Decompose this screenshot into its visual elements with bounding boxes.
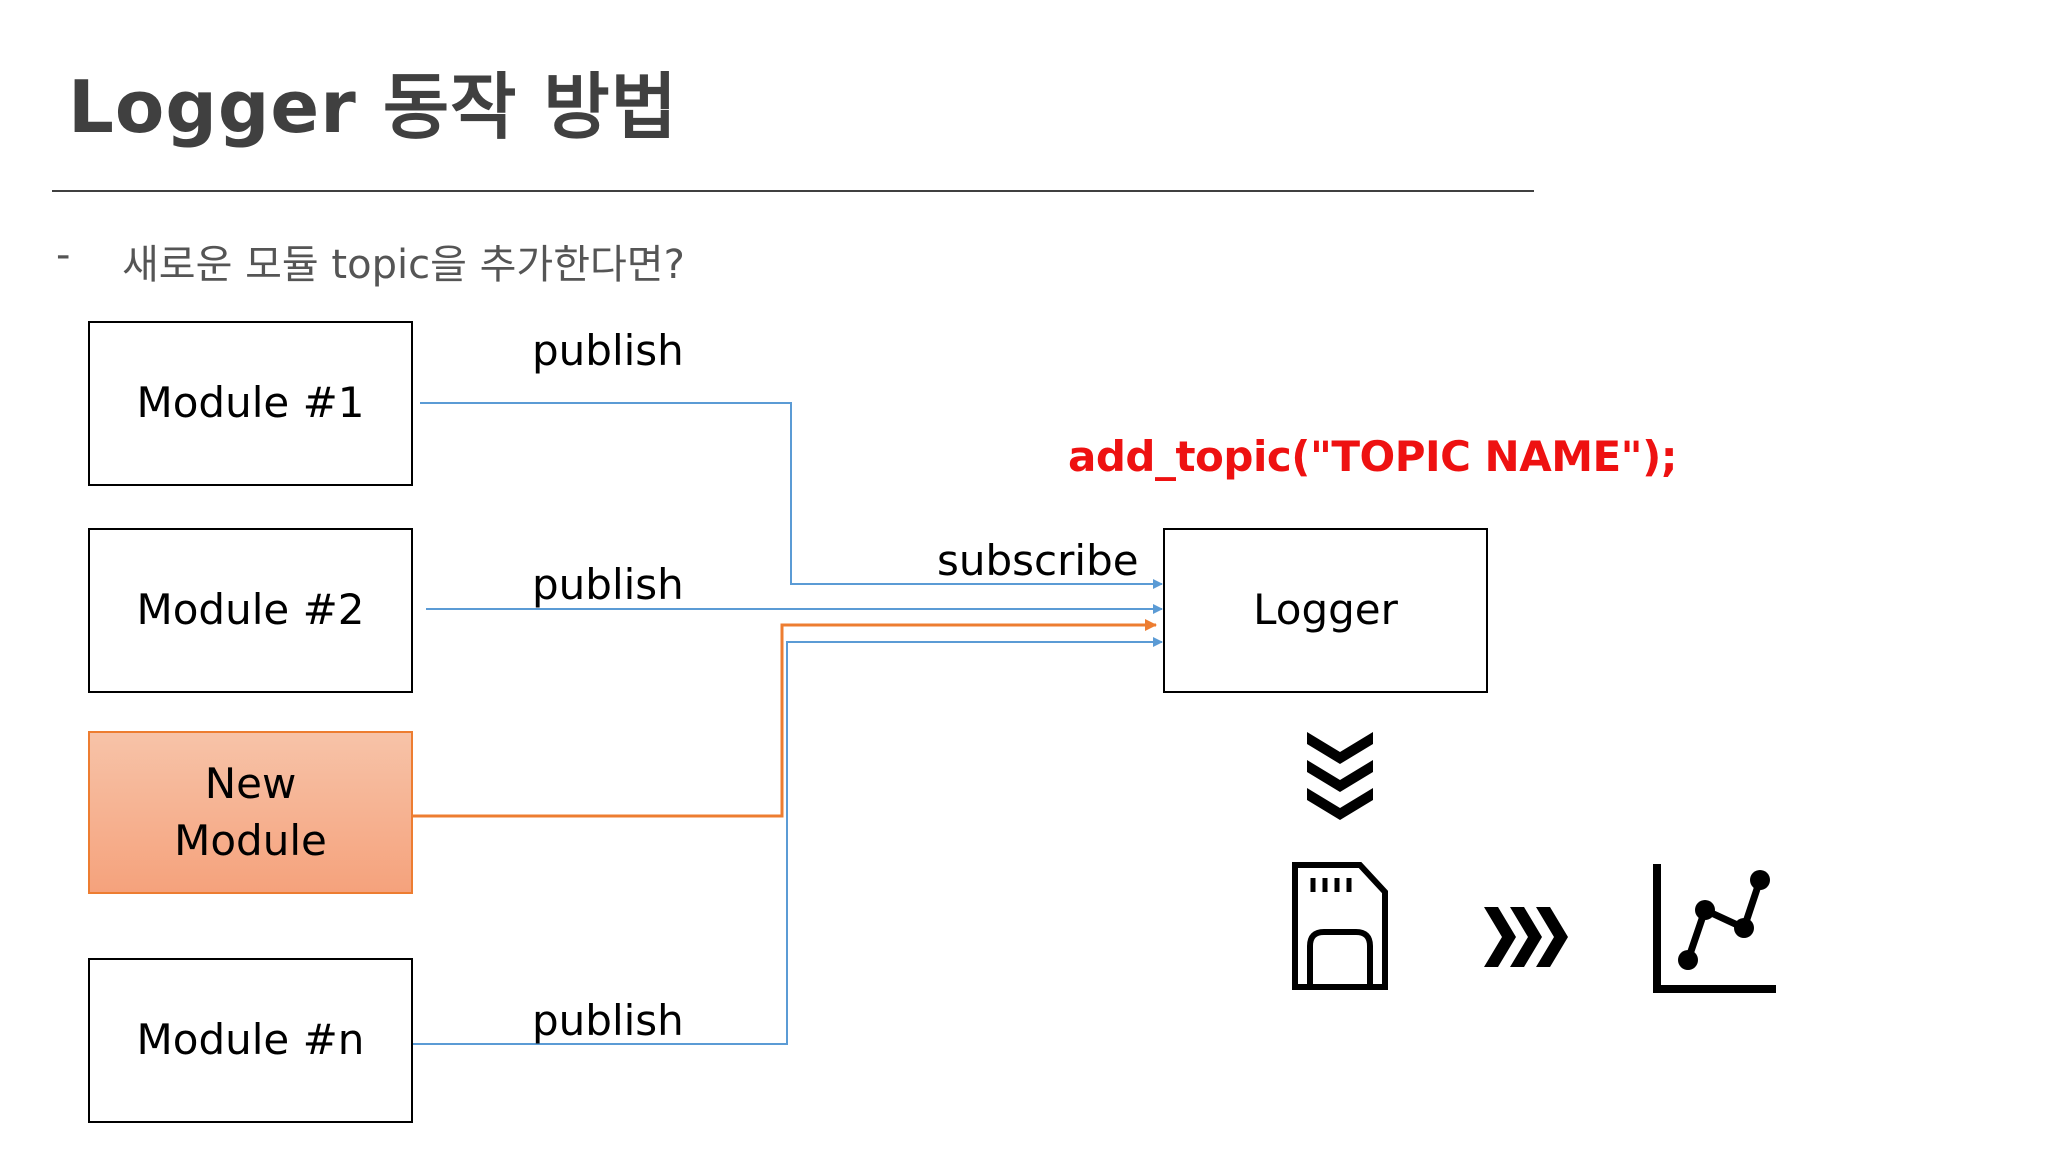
module-1-box: Module #1 [88, 321, 413, 486]
triple-chevron-right-icon [1484, 907, 1568, 967]
bullet-text: 새로운 모듈 topic을 추가한다면? [122, 242, 685, 288]
title-divider [52, 190, 1534, 192]
add-topic-annotation: add_topic("TOPIC NAME"); [1068, 432, 1678, 481]
bullet-marker: - [56, 232, 71, 278]
publish-label-1: publish [532, 326, 684, 375]
new-module-box: New Module [88, 731, 413, 894]
module-2-box: Module #2 [88, 528, 413, 693]
wire-new-module-to-logger [412, 619, 1157, 818]
publish-label-2: publish [532, 560, 684, 609]
wire-module-n-to-logger [412, 637, 1163, 1045]
subscribe-label: subscribe [937, 536, 1139, 585]
publish-label-n: publish [532, 996, 684, 1045]
line-graph-icon [1653, 864, 1776, 993]
sd-card-icon [1292, 862, 1388, 990]
logger-box: Logger [1163, 528, 1488, 693]
slide-title: Logger 동작 방법 [68, 65, 678, 149]
triple-chevron-down-icon [1307, 732, 1373, 820]
module-n-box: Module #n [88, 958, 413, 1123]
